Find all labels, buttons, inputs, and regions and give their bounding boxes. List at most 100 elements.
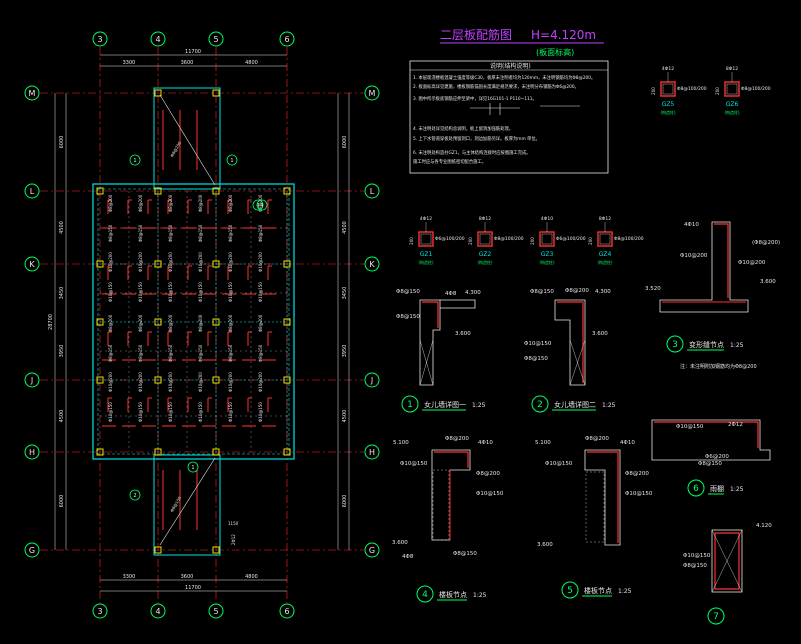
gz-stirrup: [541, 233, 553, 245]
rebar-label: Φ8@200: [198, 314, 203, 332]
detail-3: 4Φ10Φ10@2003.5203.600Φ10@200(Φ8@200)注：未注…: [645, 221, 780, 370]
detail-label: 3.600: [760, 279, 776, 285]
note-item: 6. 未注明处构造柱GZ1，与主体结构连接时应按图施工完成。: [413, 149, 531, 156]
detail-label: Φ10@150: [400, 461, 428, 467]
detail-number: 3: [672, 340, 678, 350]
detail-label: Φ8@150: [683, 563, 707, 569]
detail-scale: 1:25: [602, 402, 616, 409]
axis-label: J: [30, 376, 33, 385]
rebar-label: Φ10@200: [138, 372, 143, 392]
dim-text: 6000: [59, 495, 65, 508]
detail-scale: 1:25: [618, 588, 632, 595]
detail-label: 5.100: [393, 440, 409, 446]
gz-top-label: 4Φ12: [662, 66, 674, 72]
dim-text: 3600: [181, 574, 194, 580]
rebar-label: Φ8@150: [108, 224, 113, 242]
rebar-label: Φ8@150: [228, 344, 233, 362]
detail-number: 1: [407, 400, 413, 410]
dim-text: 3600: [181, 60, 194, 66]
rebar-label: Φ10@200: [258, 252, 263, 272]
detail-label: 4Φ10: [478, 440, 493, 446]
axis-label: J: [370, 376, 373, 385]
section-marker-num: 4: [260, 203, 263, 209]
detail-note: 注：未注明附加钢筋均为Φ8@200: [680, 363, 757, 370]
gz-note: (构造柱): [539, 259, 555, 265]
gz-stirrup: [479, 233, 491, 245]
detail-number: 5: [567, 586, 573, 596]
gz-top-label: 4Φ12: [420, 216, 432, 222]
axis-label: H: [369, 448, 375, 457]
axis-bubble: [208, 31, 224, 47]
gz-top-label: 8Φ12: [479, 216, 491, 222]
rebar-label: Φ8@150: [258, 344, 263, 362]
detail-label: 4.300: [465, 290, 481, 296]
rebar-label: Φ10@150: [228, 282, 233, 302]
rebar-label: Φ8@150: [198, 344, 203, 362]
column-square: [283, 187, 291, 195]
section-marker-num: 1: [191, 465, 194, 471]
gz-dim: 200: [409, 237, 414, 245]
detail-label: Φ10@150: [625, 491, 653, 497]
detail-rebar: [557, 301, 584, 383]
column-square: [212, 546, 220, 554]
detail-outline: [584, 449, 621, 546]
axis-label: G: [369, 546, 375, 555]
rebar-label: Φ10@150: [258, 402, 263, 422]
column-square: [154, 448, 162, 456]
axis-label: 6: [284, 607, 289, 616]
rebar-label: Φ8@150: [228, 224, 233, 242]
detail-label: Φ10@150: [476, 491, 504, 497]
detail-title: 女儿墙详图二: [554, 400, 596, 409]
outer-wall: [92, 183, 295, 460]
axis-bubble: [364, 85, 380, 101]
gz-stirrup: [599, 233, 611, 245]
detail-outline: [711, 529, 743, 593]
gz-top-label: 4Φ10: [541, 216, 553, 222]
rebar-label: 1150: [228, 521, 239, 526]
column-square: [212, 376, 220, 384]
detail-label: 3.600: [592, 331, 608, 337]
detail-label: 3.520: [645, 286, 661, 292]
rebar-label: Φ10@200: [108, 252, 113, 272]
gz-top-label: 8Φ12: [726, 66, 738, 72]
gz-stirrup: [662, 83, 674, 95]
dim-text: 3450: [59, 287, 65, 300]
detail-rebar: [714, 532, 740, 590]
column-square: [283, 318, 291, 326]
gz-stirrup: [726, 83, 738, 95]
rebar-label: Φ10@150: [198, 282, 203, 302]
axis-bubble: [150, 31, 166, 47]
section-marker-num: 2: [133, 493, 136, 499]
rebar-label: Φ10@200: [168, 252, 173, 272]
detail-label: (Φ8@200): [752, 240, 780, 246]
dim-text: 4800: [245, 574, 258, 580]
column-square: [154, 318, 162, 326]
rebar-label: Φ10@200: [138, 252, 143, 272]
detail-rebar: [714, 223, 729, 298]
rebar-label: Φ8@150: [258, 224, 263, 242]
gz-note: (构造柱): [477, 259, 493, 265]
gz-note: (构造柱): [724, 109, 740, 115]
detail-label: 5.100: [535, 440, 551, 446]
detail-bubble: [401, 395, 419, 413]
detail-scale: 1:25: [730, 486, 744, 493]
rebar-label: Φ10@150: [228, 402, 233, 422]
detail-label: Φ8@200: [625, 471, 649, 477]
detail-number: 6: [693, 484, 699, 494]
axis-label: 3: [97, 35, 102, 44]
rebar-label: Φ8@150: [138, 224, 143, 242]
rebar-label: Φ10@200: [108, 372, 113, 392]
detail-bubble: [666, 335, 684, 353]
rebar-label: 2Φ12: [231, 534, 236, 545]
hatch: [569, 339, 586, 386]
section-marker: [256, 199, 268, 211]
axis-bubble: [150, 603, 166, 619]
detail-label: 4Φ10: [684, 222, 699, 228]
rebar-label: Φ10@150: [108, 402, 113, 422]
detail-scale: 1:25: [473, 592, 487, 599]
column-square: [154, 89, 162, 97]
detail-title: 楼板节点: [584, 586, 612, 595]
detail-title: 楼板节点: [439, 590, 467, 599]
